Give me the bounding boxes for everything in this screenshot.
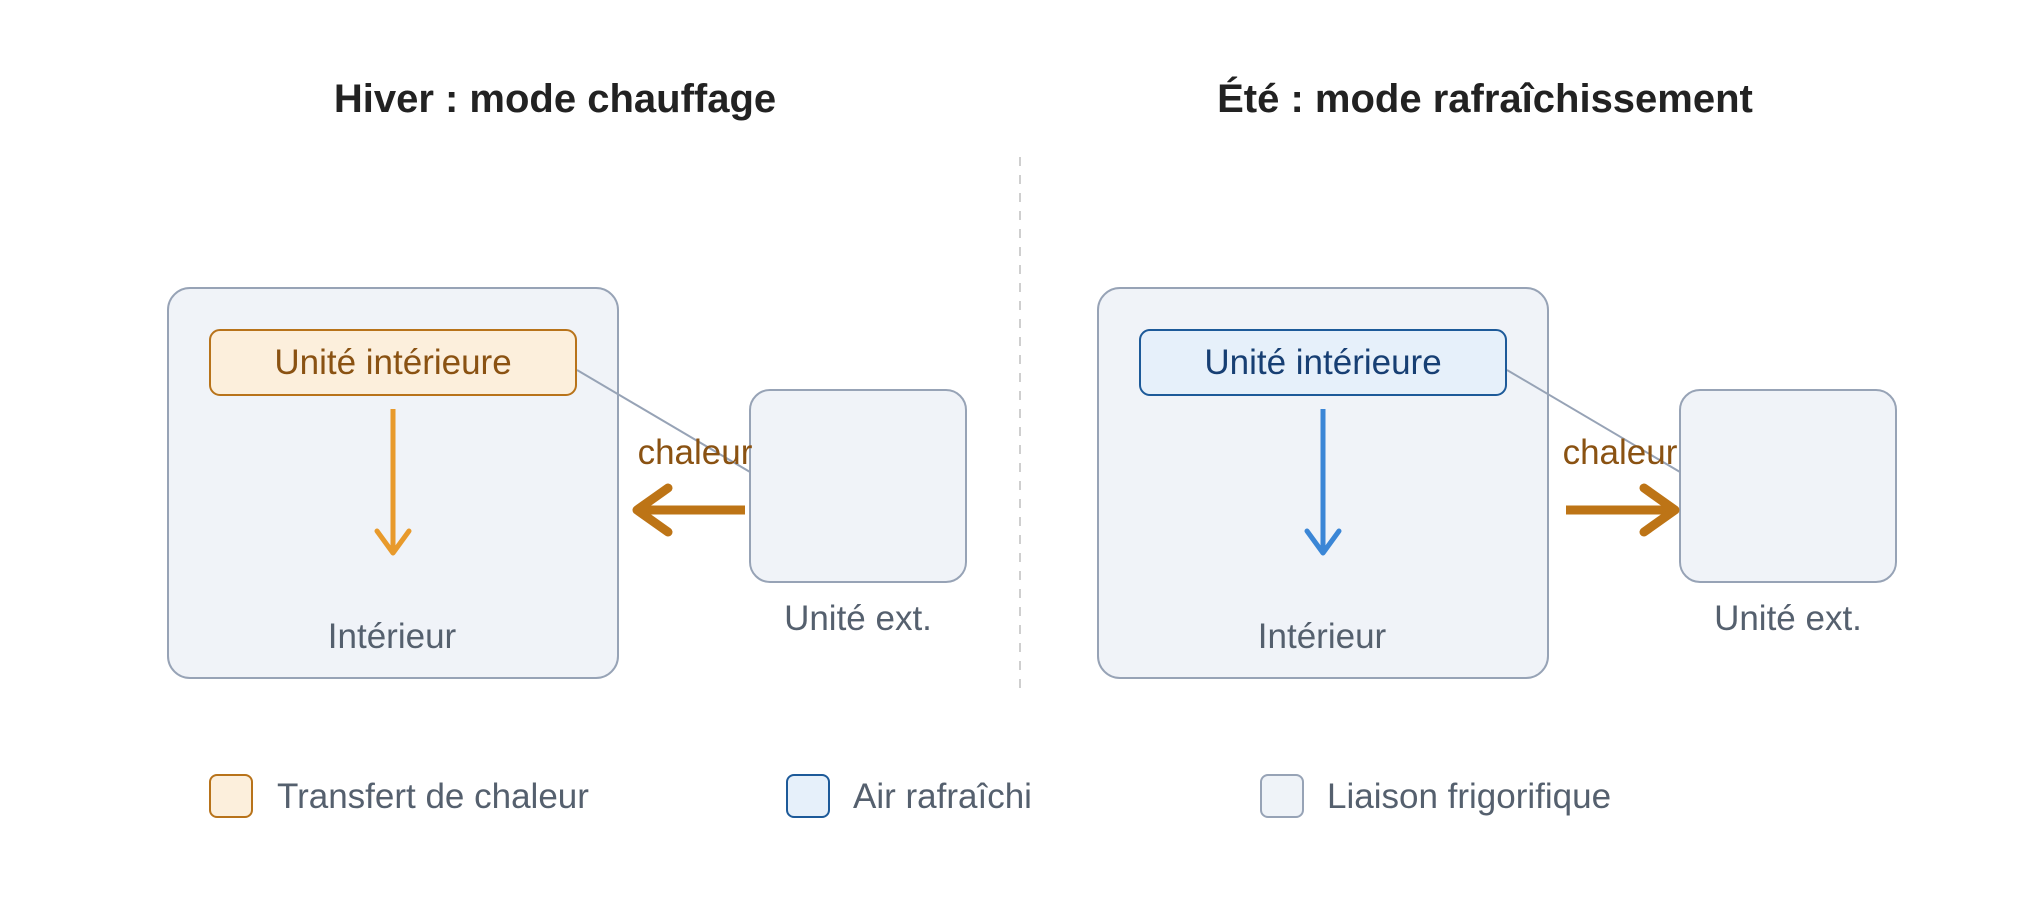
winter-panel: Unité intérieure Intérieur Unité ext. ch…	[167, 287, 967, 679]
winter-refrigerant-line	[576, 369, 751, 473]
winter-indoor-unit-label: Unité intérieure	[274, 343, 511, 382]
legend-swatch-heat-transfer	[209, 774, 253, 818]
summer-title: Été : mode rafraîchissement	[1217, 76, 1753, 121]
legend-label-cooled-air: Air rafraîchi	[853, 777, 1032, 816]
winter-heat-label: chaleur	[638, 433, 753, 472]
summer-refrigerant-line	[1506, 369, 1681, 473]
winter-outdoor-unit	[749, 389, 967, 583]
winter-title: Hiver : mode chauffage	[334, 77, 776, 121]
summer-outdoor-unit	[1679, 389, 1897, 583]
summer-room-label: Intérieur	[1258, 617, 1387, 656]
summer-cool-air-arrowhead	[1304, 528, 1342, 556]
winter-indoor-unit	[209, 329, 577, 396]
winter-room-label: Intérieur	[328, 617, 457, 656]
summer-outdoor-label: Unité ext.	[1714, 599, 1862, 638]
legend-label-heat-transfer: Transfert de chaleur	[277, 777, 589, 816]
winter-outdoor-label: Unité ext.	[784, 599, 932, 638]
legend: Transfert de chaleur Air rafraîchi Liais…	[209, 774, 1611, 818]
summer-indoor-unit	[1139, 329, 1507, 396]
winter-heat-arrowhead	[632, 483, 673, 537]
winter-warm-air-arrowhead	[374, 528, 412, 556]
legend-swatch-cooled-air	[786, 774, 830, 818]
summer-heat-arrowhead	[1639, 483, 1680, 537]
summer-heat-label: chaleur	[1563, 433, 1678, 472]
summer-panel: Unité intérieure Intérieur Unité ext. ch…	[1097, 287, 1897, 679]
summer-indoor-unit-label: Unité intérieure	[1204, 343, 1441, 382]
legend-label-refrigerant-line: Liaison frigorifique	[1327, 777, 1611, 816]
legend-swatch-refrigerant-line	[1260, 774, 1304, 818]
